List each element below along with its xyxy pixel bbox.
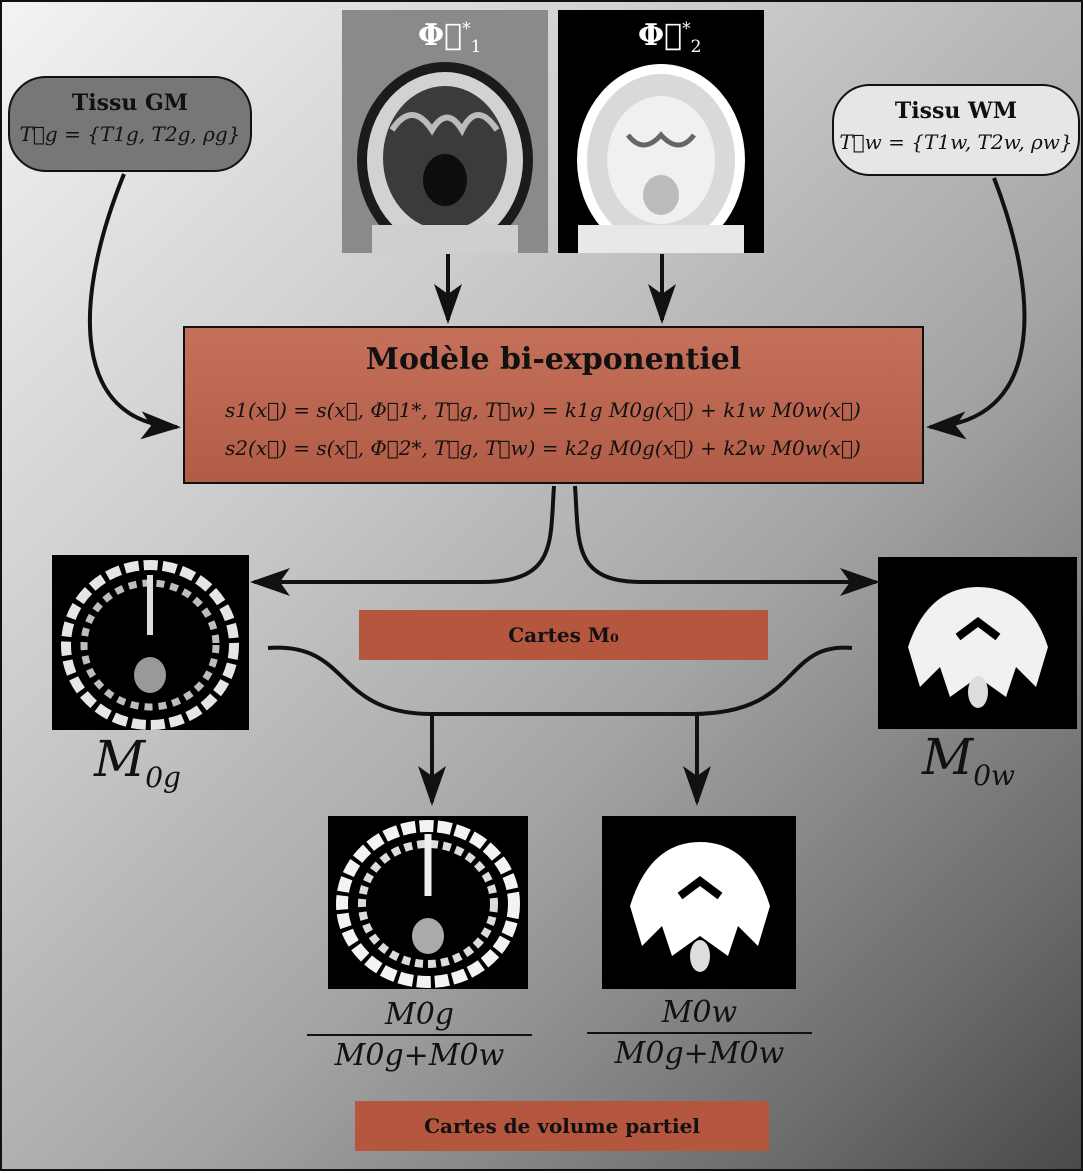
gm-tissue-box: Tissu GM T⃗g = {T1g, T2g, ρg} (8, 76, 252, 172)
gm-to-model-arrow (87, 173, 181, 440)
wm-fraction: M0w M0g+M0w (587, 995, 812, 1071)
wm-tissue-title: Tissu WM (894, 98, 1018, 124)
model-to-m0g-arrow (250, 485, 556, 596)
phi1-mri-image: Φ⃗*1 (342, 10, 548, 253)
wm-fraction-numerator: M0w (661, 995, 738, 1030)
wm-partial-volume-image (602, 816, 796, 989)
phi2-sup: * (682, 19, 691, 39)
phi1-symbol: Φ⃗ (418, 18, 463, 53)
phi2-symbol: Φ⃗ (638, 18, 683, 53)
gm-fraction: M0g M0g+M0w (307, 997, 532, 1073)
partial-volume-maps-banner: Cartes de volume partiel (355, 1101, 769, 1151)
m0g-map-image (52, 555, 249, 730)
wm-tissue-equation: T⃗w = {T1w, T2w, ρw} (839, 130, 1073, 154)
gm-fraction-numerator: M0g (384, 997, 454, 1032)
wm-fraction-bar (587, 1032, 812, 1034)
phi2-label: Φ⃗*2 (638, 18, 701, 57)
m0g-label: M0g (94, 730, 181, 794)
wm-tissue-box: Tissu WM T⃗w = {T1w, T2w, ρw} (832, 84, 1080, 176)
m0g-label-base: M (94, 730, 146, 788)
phi1-sup: * (462, 19, 471, 39)
model-title: Modèle bi-exponentiel (365, 342, 742, 377)
m0w-map-image (878, 557, 1077, 729)
m0g-label-sub: 0g (145, 761, 181, 794)
wm-fraction-denominator: M0g+M0w (614, 1036, 785, 1071)
gm-partial-volume-image (328, 816, 528, 989)
phi1-label: Φ⃗*1 (418, 18, 481, 57)
phi2-sub: 2 (690, 37, 702, 57)
m0w-label-base: M (922, 728, 974, 786)
m0w-label-sub: 0w (973, 759, 1015, 792)
model-equation-1: s1(x⃗) = s(x⃗, Φ⃗1*, T⃗g, T⃗w) = k1g M0g… (225, 398, 861, 422)
m0w-label: M0w (922, 728, 1015, 792)
model-equation-2: s2(x⃗) = s(x⃗, Φ⃗2*, T⃗g, T⃗w) = k2g M0g… (225, 436, 861, 460)
gm-tissue-title: Tissu GM (71, 90, 189, 116)
model-to-m0w-arrow (573, 485, 880, 596)
bi-exponential-model-box: Modèle bi-exponentiel s1(x⃗) = s(x⃗, Φ⃗1… (183, 326, 924, 484)
phi2-mri-image: Φ⃗*2 (558, 10, 764, 253)
gm-fraction-denominator: M0g+M0w (334, 1038, 505, 1073)
wm-to-model-arrow (926, 177, 1027, 440)
phi1-sub: 1 (470, 37, 482, 57)
m0-maps-banner: Cartes M₀ (359, 610, 768, 660)
gm-fraction-bar (307, 1034, 532, 1036)
gm-tissue-equation: T⃗g = {T1g, T2g, ρg} (19, 122, 241, 146)
